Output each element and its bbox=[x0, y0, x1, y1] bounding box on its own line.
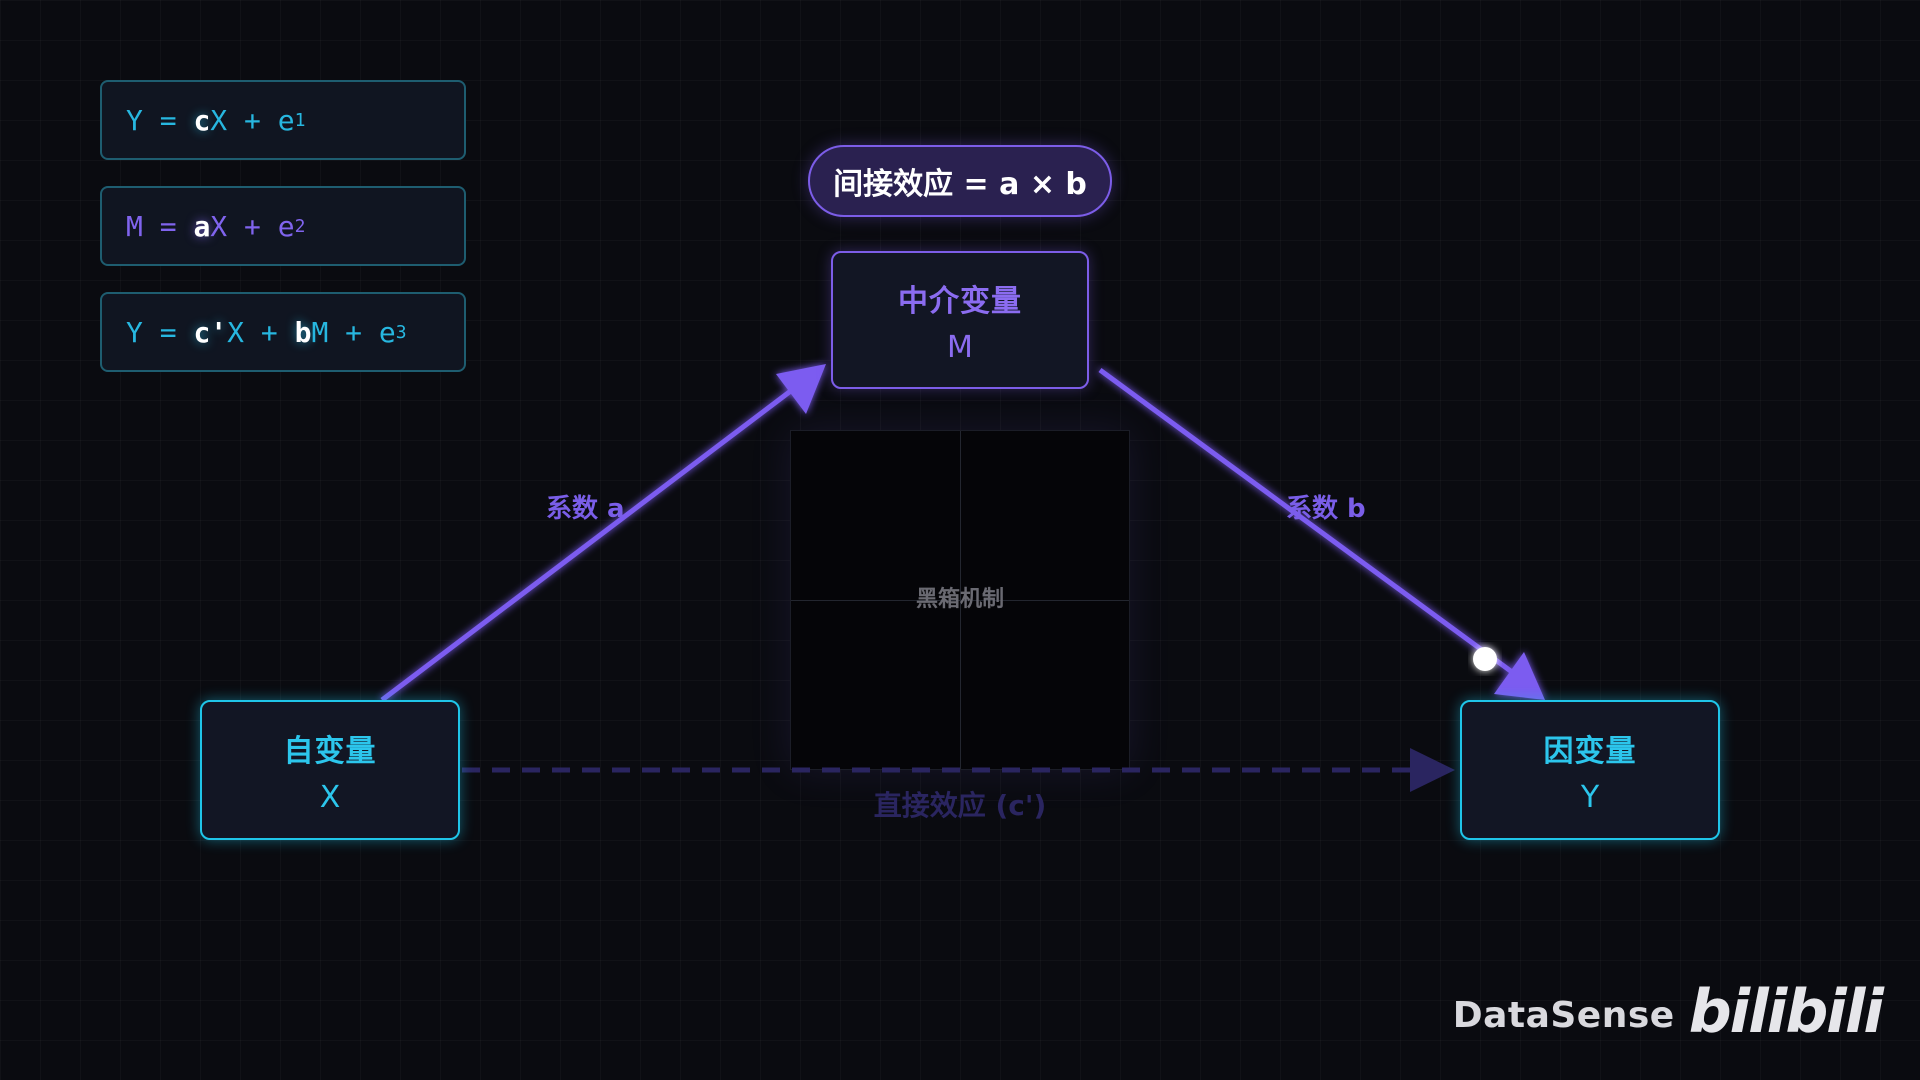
eq-variable: X bbox=[210, 103, 228, 137]
eq-equals: = bbox=[159, 209, 177, 243]
mediator-letter: M bbox=[947, 329, 973, 365]
eq-plus: + bbox=[244, 103, 261, 137]
direct-path-label: 直接效应 (c') bbox=[873, 789, 1047, 822]
eq-equals: = bbox=[159, 103, 177, 137]
black-box-divider-horizontal bbox=[791, 600, 1129, 601]
eq-lhs: Y bbox=[126, 315, 143, 349]
eq-coefficient-b: b bbox=[294, 315, 312, 349]
mediator-node: 中介变量 M bbox=[831, 251, 1089, 389]
eq-error: e bbox=[277, 103, 295, 137]
eq-lhs: Y bbox=[126, 103, 143, 137]
mediator-title: 中介变量 bbox=[898, 283, 1022, 319]
independent-node: 自变量 X bbox=[200, 700, 460, 840]
brand-name: DataSense bbox=[1452, 995, 1675, 1036]
eq-variable-m: M bbox=[311, 315, 329, 349]
eq-equals: = bbox=[159, 315, 177, 349]
eq-plus: + bbox=[260, 315, 278, 349]
black-box: 黑箱机制 bbox=[790, 430, 1130, 770]
path-b-line bbox=[1098, 367, 1514, 675]
eq-coefficient: c' bbox=[193, 315, 228, 349]
dependent-title: 因变量 bbox=[1543, 733, 1637, 769]
eq-variable: X bbox=[227, 315, 245, 349]
path-a-label: 系数 a bbox=[546, 494, 625, 524]
eq-lhs: M bbox=[126, 209, 143, 243]
path-a-arrowhead bbox=[776, 364, 826, 414]
indirect-effect-pill: 间接效应 = a × b bbox=[808, 145, 1112, 217]
independent-letter: X bbox=[319, 779, 341, 815]
eq-plus: + bbox=[345, 315, 363, 349]
dependent-letter: Y bbox=[1580, 779, 1600, 815]
flow-dot bbox=[1473, 647, 1497, 671]
watermark: DataSense bilibili bbox=[1452, 977, 1884, 1047]
eq-error-subscript: 1 bbox=[294, 109, 306, 131]
path-b-label: 系数 b bbox=[1286, 494, 1366, 524]
eq-variable: X bbox=[210, 209, 228, 243]
platform-logo: bilibili bbox=[1688, 977, 1884, 1047]
eq-error: e bbox=[378, 315, 396, 349]
dependent-node: 因变量 Y bbox=[1460, 700, 1720, 840]
direct-path-arrowhead bbox=[1410, 748, 1455, 792]
eq-error-subscript: 2 bbox=[294, 215, 306, 237]
independent-title: 自变量 bbox=[283, 733, 377, 769]
eq-error-subscript: 3 bbox=[395, 321, 407, 343]
eq-coefficient: a bbox=[193, 209, 211, 243]
eq-plus: + bbox=[244, 209, 261, 243]
eq-error: e bbox=[277, 209, 295, 243]
eq-coefficient: c bbox=[193, 103, 211, 137]
black-box-label: 黑箱机制 bbox=[915, 587, 1004, 612]
path-b-arrowhead bbox=[1494, 652, 1545, 700]
path-a-line bbox=[380, 388, 794, 702]
